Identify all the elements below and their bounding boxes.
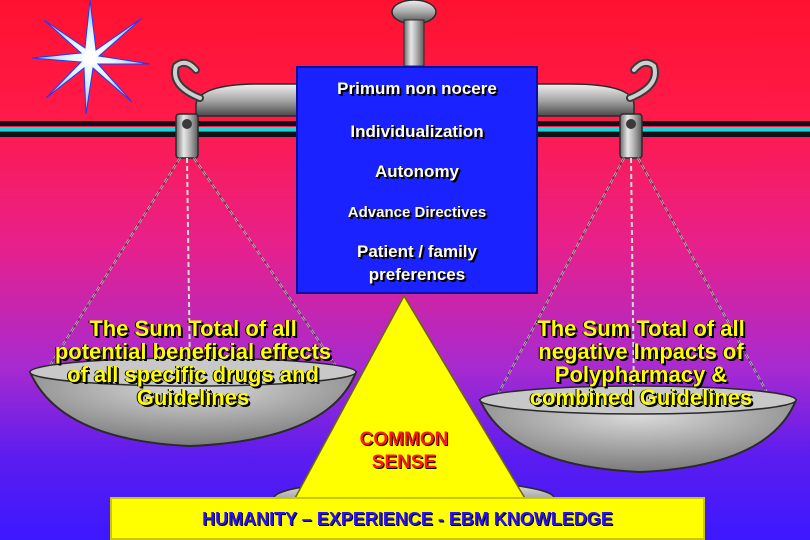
sparkle-star-icon: [31, 0, 151, 115]
common-sense-label: COMMON SENSE: [346, 428, 462, 474]
right-pan-line: combined Guidelines: [529, 385, 753, 410]
right-pan-line: negative Impacts of: [538, 339, 744, 364]
principle-autonomy: Autonomy: [374, 162, 460, 181]
principle-advance-directives: Advance Directives: [347, 204, 487, 221]
principle-patient-family: Patient / family: [357, 242, 477, 261]
knowledge-banner: HUMANITY – EXPERIENCE - EBM KNOWLEDGE: [110, 497, 705, 540]
scale-finial: [391, 0, 437, 67]
right-pan: [478, 385, 798, 474]
left-pan-line: of all specific drugs and: [67, 362, 319, 387]
common-sense-line: COMMON: [359, 429, 449, 450]
right-pan-line: Polypharmacy &: [554, 362, 728, 387]
right-pan-text: The Sum Total of all negative Impacts of…: [478, 317, 804, 409]
left-pan-line: The Sum Total of all: [89, 316, 297, 341]
left-pan: [28, 357, 358, 448]
common-sense-line: SENSE: [371, 452, 437, 473]
right-pan-line: The Sum Total of all: [537, 316, 745, 341]
principle-individualization: Individualization: [350, 122, 484, 141]
principles-box: Primum non nocere Individualization Auto…: [296, 66, 538, 294]
left-pan-line: Guidelines: [136, 385, 250, 410]
principle-preferences: preferences: [368, 265, 466, 284]
principle-primum-non-nocere: Primum non nocere: [337, 79, 497, 98]
left-pan-line: potential beneficial effects: [54, 339, 332, 364]
left-pan-text: The Sum Total of all potential beneficia…: [8, 317, 378, 409]
knowledge-banner-text: HUMANITY – EXPERIENCE - EBM KNOWLEDGE: [202, 509, 613, 529]
